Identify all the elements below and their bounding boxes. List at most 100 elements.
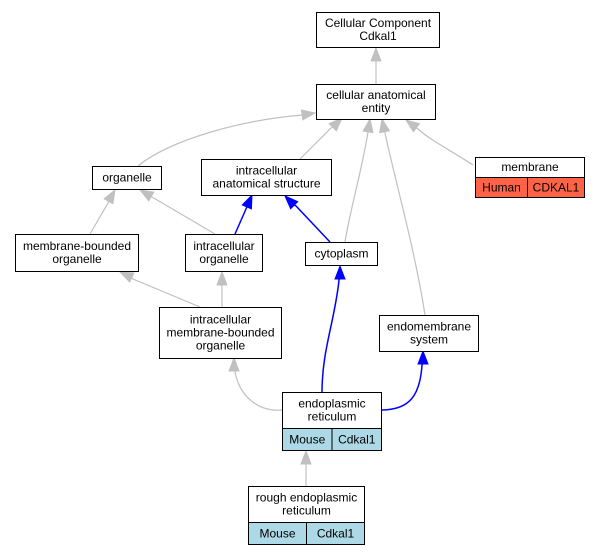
edge-line bbox=[130, 276, 201, 308]
edge-line bbox=[150, 195, 216, 235]
node-label: entity bbox=[362, 101, 391, 115]
node-label: cellular anatomical bbox=[326, 88, 425, 102]
arrow-head-icon bbox=[370, 46, 382, 62]
edge-line bbox=[293, 203, 331, 243]
edge-cae-to-cc_cdkal1 bbox=[370, 46, 382, 84]
node-label: membrane-bounded bbox=[23, 239, 131, 253]
node-label: endomembrane bbox=[387, 320, 471, 334]
arrow-head-icon bbox=[417, 349, 429, 365]
edge-rer-to-er bbox=[300, 449, 312, 486]
arrow-head-icon bbox=[300, 449, 312, 465]
arrow-head-icon bbox=[362, 117, 374, 134]
node-label: Cdkal1 bbox=[359, 29, 397, 43]
arrow-head-icon bbox=[228, 356, 240, 372]
edge-line bbox=[321, 277, 341, 393]
annotation-gene-cell bbox=[331, 428, 382, 451]
edge-endomembrane-to-cae bbox=[379, 117, 426, 316]
edge-mbo-to-organelle bbox=[89, 188, 116, 235]
node-box bbox=[379, 315, 479, 352]
edge-imbo-to-io bbox=[216, 270, 228, 307]
node-box bbox=[15, 234, 139, 272]
annotation-gene-cell bbox=[527, 177, 585, 198]
edge-er-to-endomembrane bbox=[380, 349, 429, 411]
node-label: reticulum bbox=[308, 410, 357, 424]
arrow-head-icon bbox=[216, 270, 228, 286]
node-box bbox=[159, 307, 282, 359]
annotation-species: Mouse bbox=[259, 527, 295, 541]
node-label: rough endoplasmic bbox=[256, 491, 357, 505]
arrow-head-icon bbox=[284, 195, 299, 210]
annotation-gene: Cdkal1 bbox=[338, 433, 376, 447]
node-box bbox=[305, 242, 378, 266]
node-box bbox=[185, 234, 263, 272]
edge-cytoplasm-to-ias bbox=[284, 195, 331, 243]
edge-cytoplasm-to-cae bbox=[344, 117, 374, 243]
arrow-head-icon bbox=[328, 117, 343, 132]
node-label: organelle bbox=[199, 252, 249, 266]
arrow-head-icon bbox=[138, 189, 155, 202]
node-label: intracellular bbox=[236, 164, 297, 178]
edge-line bbox=[299, 125, 334, 160]
edge-imbo-to-mbo bbox=[118, 271, 201, 308]
node-label: organelle bbox=[196, 339, 246, 353]
node-organelle[interactable]: organelle bbox=[92, 166, 162, 190]
arrow-head-icon bbox=[404, 119, 421, 133]
edge-line bbox=[415, 126, 474, 166]
annotation-gene: CDKAL1 bbox=[533, 181, 580, 195]
edge-er-to-imbo bbox=[228, 356, 283, 411]
node-label: intracellular bbox=[193, 239, 254, 253]
node-box bbox=[316, 84, 436, 120]
annotation-gene-cell bbox=[306, 522, 365, 545]
arrow-head-icon bbox=[379, 117, 391, 134]
node-box bbox=[316, 12, 440, 48]
node-label: anatomical structure bbox=[212, 177, 320, 191]
edge-membrane-to-cae bbox=[404, 119, 474, 166]
arrow-head-icon bbox=[103, 188, 116, 205]
edge-layer bbox=[89, 46, 474, 486]
annotation-gene: Cdkal1 bbox=[317, 527, 355, 541]
node-box bbox=[92, 166, 162, 190]
edge-organelle-to-cae bbox=[137, 109, 317, 167]
node-label: cytoplasm bbox=[314, 247, 368, 261]
node-label: system bbox=[410, 333, 448, 347]
node-label: reticulum bbox=[282, 504, 331, 518]
node-label: membrane bbox=[501, 160, 559, 174]
node-label: intracellular bbox=[190, 313, 251, 327]
annotation-species: Mouse bbox=[289, 433, 325, 447]
edge-line bbox=[344, 130, 369, 243]
edge-ias-to-cae bbox=[299, 117, 343, 160]
node-box bbox=[201, 159, 332, 196]
edge-line bbox=[383, 130, 426, 316]
edge-er-to-cytoplasm bbox=[321, 264, 346, 393]
arrow-head-icon bbox=[300, 109, 317, 121]
edge-line bbox=[233, 369, 283, 411]
edge-line bbox=[137, 114, 304, 167]
node-label: endoplasmic bbox=[298, 397, 365, 411]
node-cytoplasm[interactable]: cytoplasm bbox=[305, 242, 378, 266]
node-label: membrane-bounded bbox=[166, 326, 274, 340]
node-label: organelle bbox=[52, 252, 102, 266]
node-label: Cellular Component bbox=[325, 16, 432, 30]
annotation-species: Human bbox=[482, 181, 521, 195]
arrow-head-icon bbox=[241, 193, 253, 210]
edge-io-to-ias bbox=[234, 193, 253, 235]
arrow-head-icon bbox=[334, 264, 346, 280]
node-label: organelle bbox=[102, 171, 152, 185]
edge-line bbox=[234, 205, 248, 235]
arrow-head-icon bbox=[118, 271, 135, 283]
edge-line bbox=[380, 362, 424, 411]
edge-line bbox=[89, 200, 110, 235]
